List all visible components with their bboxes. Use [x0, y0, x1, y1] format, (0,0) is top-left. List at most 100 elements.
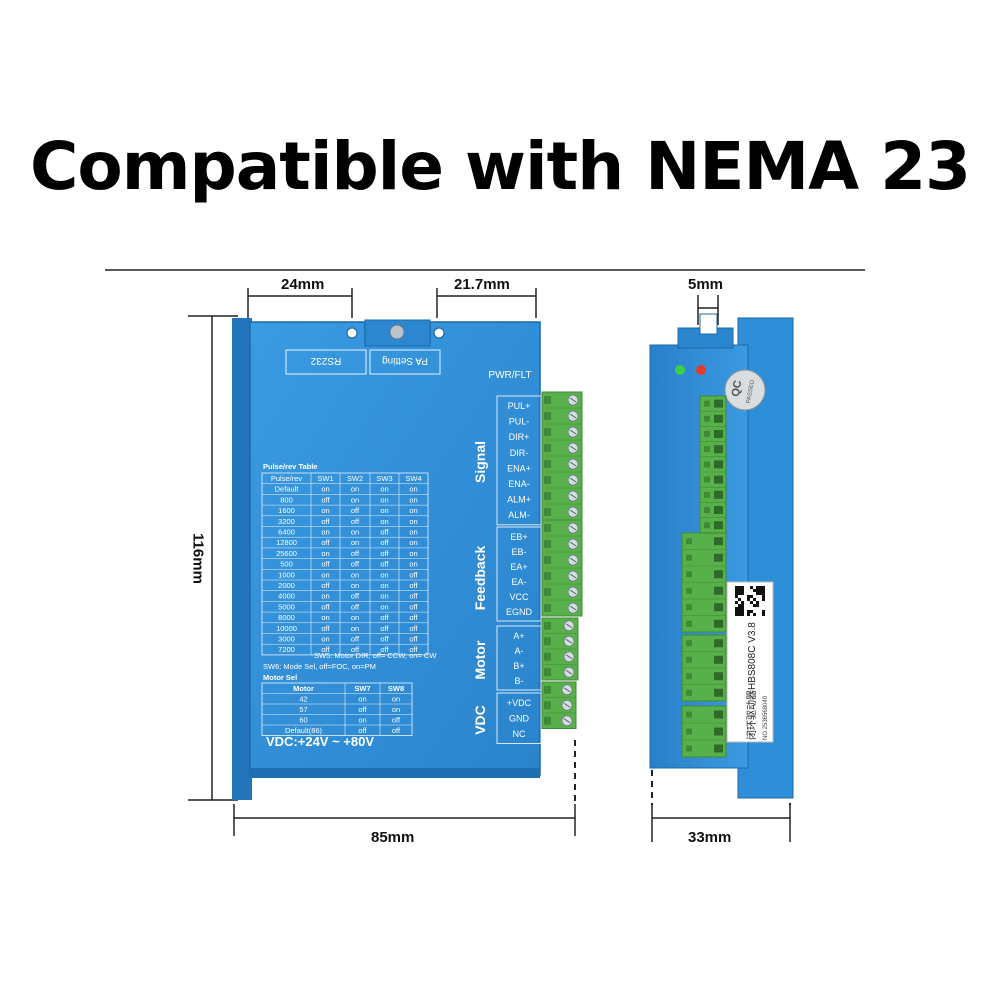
pulse-table-title: Pulse/rev Table: [263, 462, 317, 471]
pulse-table-cell: on: [380, 506, 388, 515]
pulse-table-cell: on: [351, 528, 359, 537]
pulse-table-cell: off: [380, 528, 389, 537]
pwr-flt-label: PWR/FLT: [488, 370, 531, 381]
model-label: 闭环驱动器HBS808C V3.8: [745, 622, 758, 740]
motor-table-header: SW7: [354, 684, 370, 693]
qc-label: QC: [730, 379, 745, 397]
pulse-table-cell: off: [321, 495, 330, 504]
group-label: VDC: [472, 705, 488, 735]
pin-label: EB+: [510, 532, 527, 542]
sw6-note: SW6: Mode Sel, off=FOC, on=PM: [263, 662, 376, 671]
motor-table-cell: on: [392, 695, 400, 704]
pulse-table-cell: 6400: [278, 528, 295, 537]
pulse-table-cell: off: [321, 645, 330, 654]
pulse-table-cell: on: [409, 549, 417, 558]
pulse-table-cell: 7200: [278, 645, 295, 654]
pulse-table-cell: on: [380, 592, 388, 601]
pulse-table-cell: on: [321, 549, 329, 558]
rs232-label: RS232: [310, 355, 341, 366]
dim-85mm: 85mm: [371, 829, 415, 846]
pulse-table-header: SW4: [405, 474, 421, 483]
pulse-table-cell: off: [351, 560, 360, 569]
pulse-table-cell: off: [380, 645, 389, 654]
group-label: Feedback: [472, 545, 488, 610]
pulse-table-cell: on: [380, 602, 388, 611]
pulse-table-cell: off: [409, 613, 418, 622]
pulse-table-cell: off: [351, 592, 360, 601]
qc-passed-label: PASSED: [746, 379, 756, 404]
pulse-table-cell: on: [321, 506, 329, 515]
pulse-table-cell: on: [321, 528, 329, 537]
motor-table-title: Motor Sel: [263, 673, 297, 682]
pin-label: B+: [513, 661, 524, 671]
pin-label: PUL-: [509, 417, 530, 427]
pulse-table-cell: 5000: [278, 602, 295, 611]
pulse-table-cell: off: [380, 549, 389, 558]
pulse-table-cell: on: [321, 592, 329, 601]
pin-label: EGND: [506, 607, 533, 617]
pulse-table-cell: on: [351, 613, 359, 622]
dim-33mm: 33mm: [688, 829, 732, 846]
page-title: Compatible with NEMA 23: [29, 128, 971, 205]
motor-table-cell: on: [392, 705, 400, 714]
pulse-table-cell: 25600: [276, 549, 297, 558]
pulse-table-cell: on: [321, 485, 329, 494]
pulse-table-cell: off: [409, 570, 418, 579]
pin-label: EB-: [511, 547, 526, 557]
pulse-table-cell: off: [409, 581, 418, 590]
pulse-table-cell: off: [321, 538, 330, 547]
pulse-table-cell: 12800: [276, 538, 297, 547]
pulse-table-cell: on: [351, 495, 359, 504]
pulse-table-cell: off: [351, 635, 360, 644]
pin-label: DIR-: [510, 448, 529, 458]
pulse-table-cell: off: [409, 645, 418, 654]
pulse-table-cell: off: [380, 613, 389, 622]
pin-label: ENA-: [508, 479, 530, 489]
pulse-table-cell: 4000: [278, 592, 295, 601]
pulse-table-cell: off: [409, 592, 418, 601]
dim-21-7mm: 21.7mm: [454, 276, 510, 293]
group-label: Signal: [472, 441, 488, 483]
pulse-table-cell: 3000: [278, 635, 295, 644]
pin-label: NC: [513, 729, 526, 739]
pulse-table-cell: on: [321, 570, 329, 579]
motor-table-cell: Default(86): [285, 726, 323, 735]
sw5-note: SW5: Motor DIR, off= CCW, on= CW: [314, 651, 437, 660]
pulse-table-cell: off: [351, 517, 360, 526]
pin-label: ALM-: [508, 510, 530, 520]
pulse-table-cell: on: [351, 570, 359, 579]
motor-table-cell: on: [358, 695, 366, 704]
pa-setting-label: PA Setting: [382, 355, 428, 366]
pin-label: ENA+: [507, 463, 531, 473]
pulse-table-cell: off: [409, 624, 418, 633]
motor-table-cell: off: [392, 726, 401, 735]
pin-label: +VDC: [507, 698, 532, 708]
pin-label: ALM+: [507, 495, 531, 505]
pulse-table-cell: 3200: [278, 517, 295, 526]
pulse-table-header: SW1: [317, 474, 333, 483]
qr-code-icon: [735, 586, 765, 616]
pulse-table-cell: off: [380, 635, 389, 644]
front-view: [232, 318, 541, 800]
pulse-table-header: Pulse/rev: [271, 474, 303, 483]
motor-table-cell: on: [358, 716, 366, 725]
pulse-table-cell: 2000: [278, 581, 295, 590]
pulse-table-cell: on: [409, 517, 417, 526]
pulse-table-cell: off: [321, 560, 330, 569]
pulse-table-cell: on: [351, 538, 359, 547]
pulse-table-cell: on: [380, 581, 388, 590]
pulse-table-cell: off: [351, 645, 360, 654]
pulse-table-cell: on: [321, 635, 329, 644]
pin-label: DIR+: [509, 432, 530, 442]
pulse-table-cell: off: [321, 581, 330, 590]
pulse-table-cell: on: [321, 613, 329, 622]
pulse-table-cell: 10000: [276, 624, 297, 633]
pulse-table-cell: off: [409, 602, 418, 611]
motor-table-header: SW8: [388, 684, 404, 693]
pulse-table-cell: 800: [280, 495, 293, 504]
pulse-table-cell: on: [409, 485, 417, 494]
pulse-table-cell: on: [351, 485, 359, 494]
